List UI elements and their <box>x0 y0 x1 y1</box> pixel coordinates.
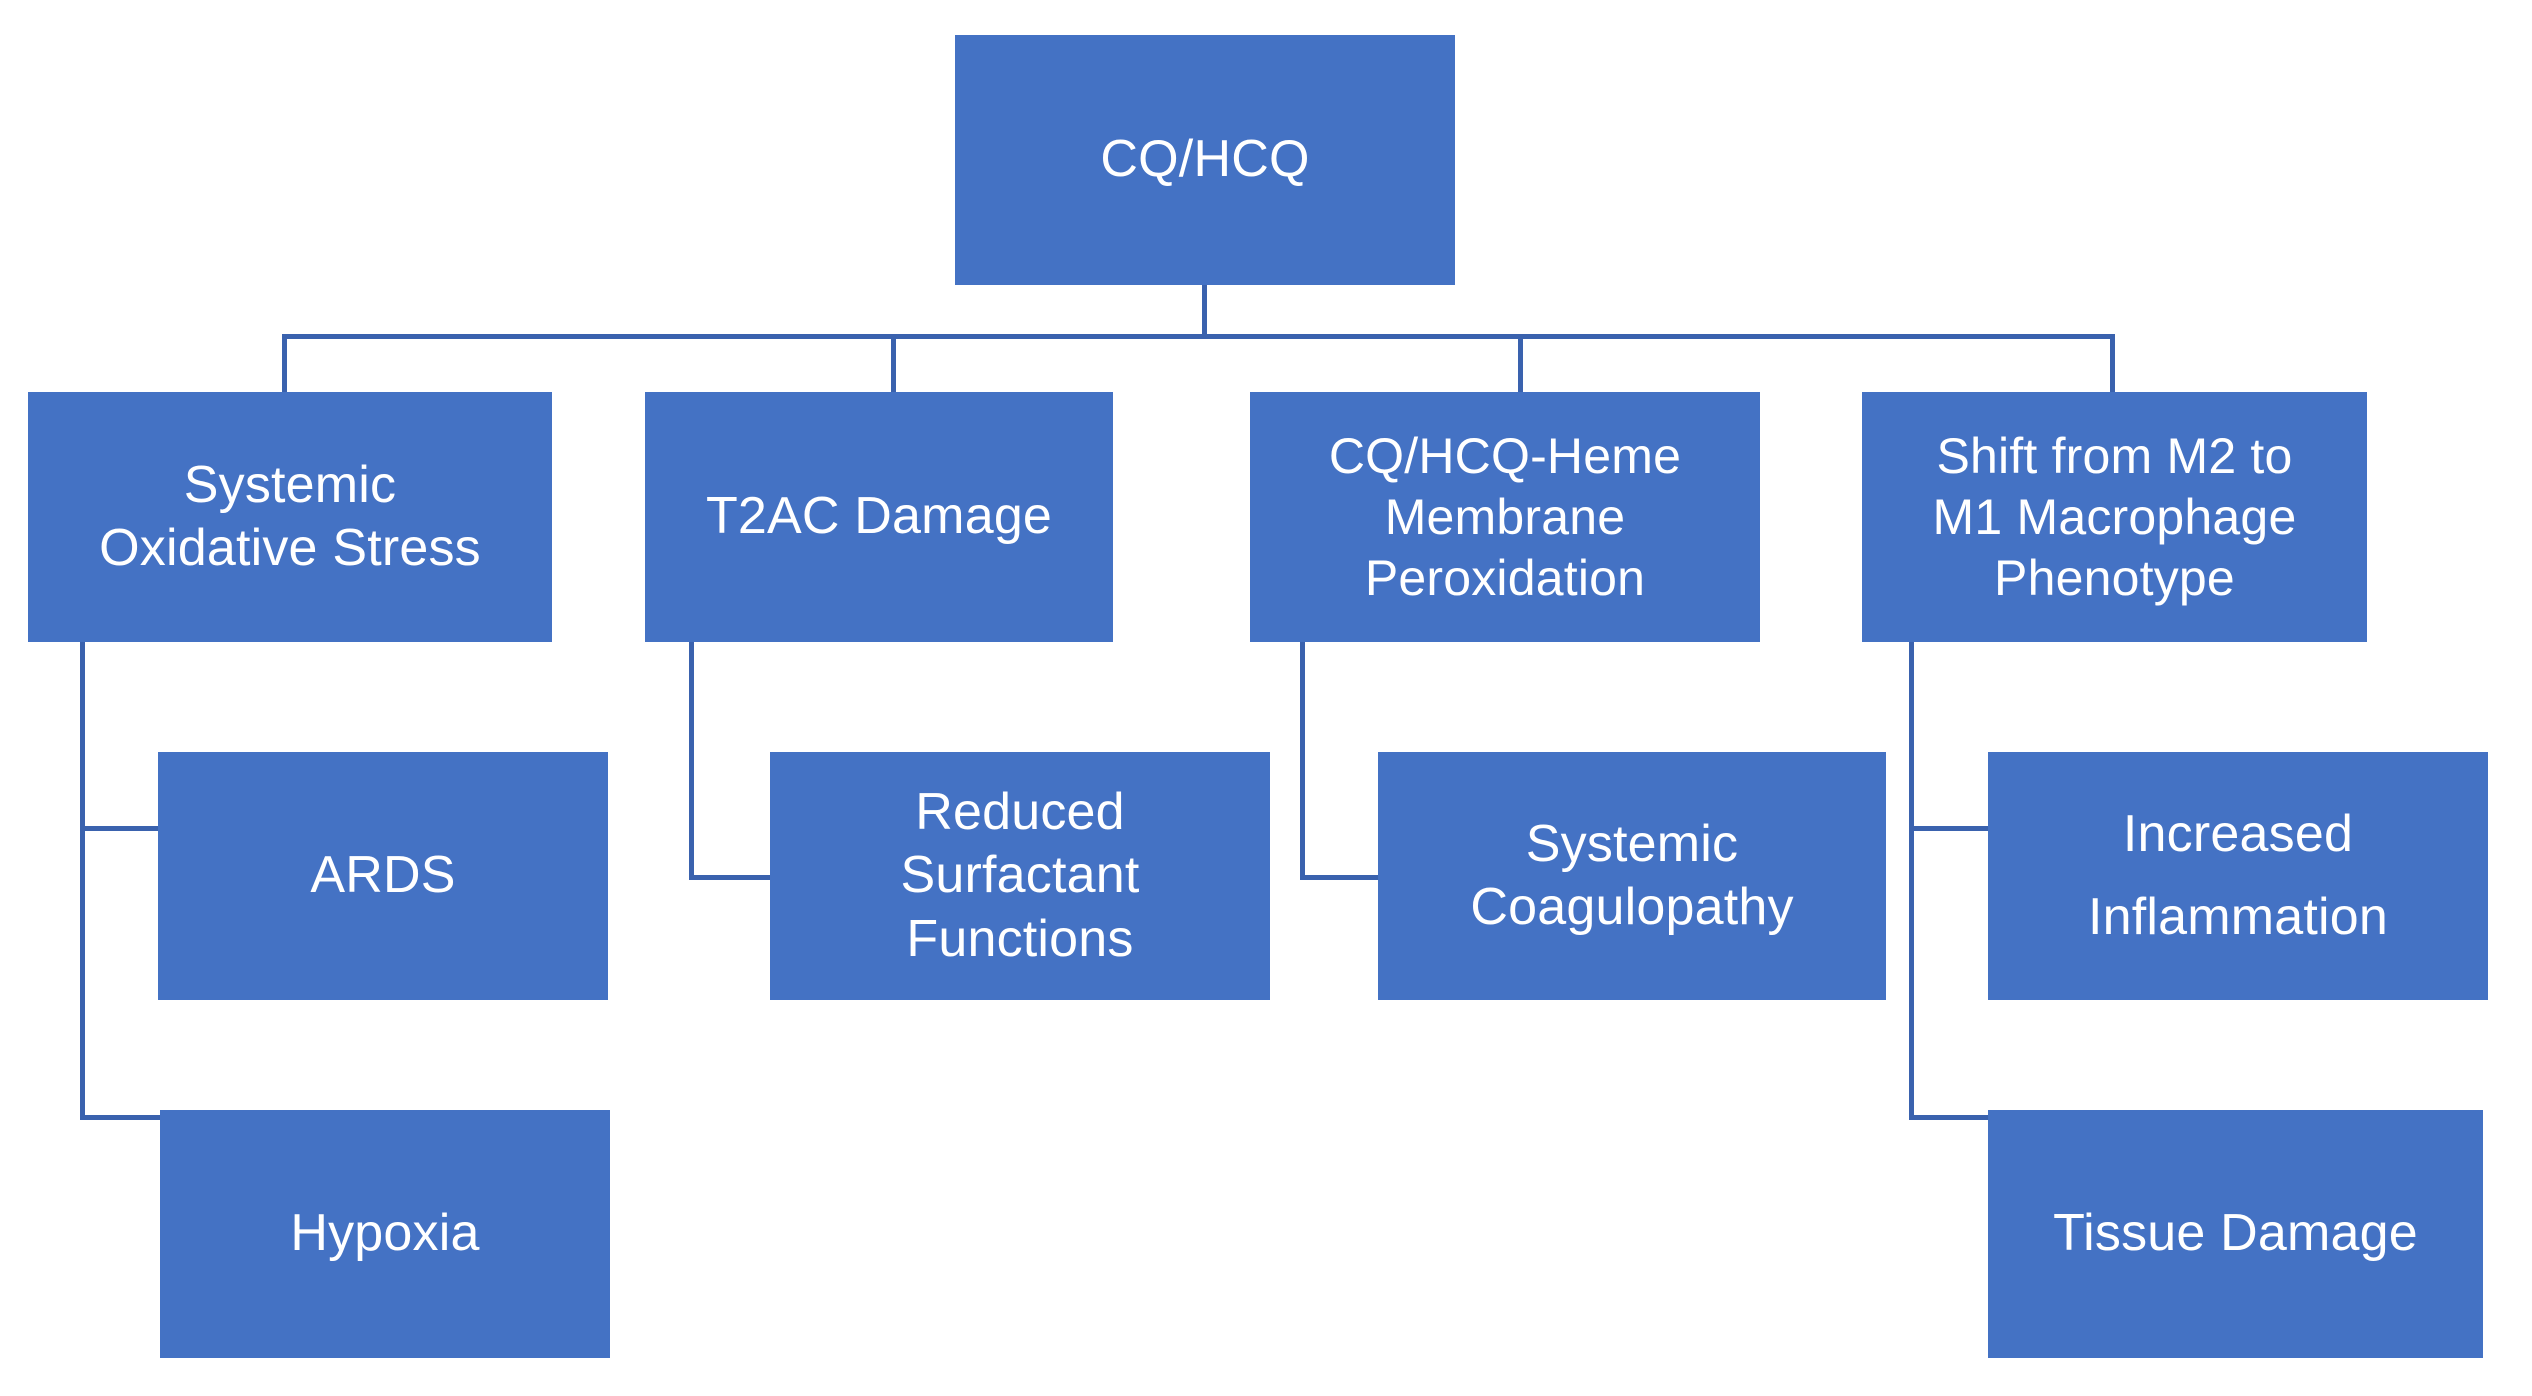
node-cq-hcq-heme-membrane-peroxidation[interactable]: CQ/HCQ-Heme Membrane Peroxidation <box>1250 392 1760 642</box>
node-systemic-oxidative-stress[interactable]: Systemic Oxidative Stress <box>28 392 552 642</box>
connector-drop-t2ac-damage <box>891 334 896 392</box>
connector-root-stem <box>1202 285 1207 337</box>
connector-stub-increased-inflammation <box>1909 826 1991 831</box>
connector-stub-ards <box>80 826 160 831</box>
node-cq-hcq[interactable]: CQ/HCQ <box>955 35 1455 285</box>
node-t2ac-damage[interactable]: T2AC Damage <box>645 392 1113 642</box>
connector-stub-reduced-surfactant-functions <box>689 875 771 880</box>
connector-drop-cq-hcq-heme <box>1518 334 1523 392</box>
node-systemic-coagulopathy[interactable]: Systemic Coagulopathy <box>1378 752 1886 1000</box>
node-reduced-surfactant-functions[interactable]: Reduced Surfactant Functions <box>770 752 1270 1000</box>
connector-root-bus <box>282 334 2115 339</box>
node-tissue-damage[interactable]: Tissue Damage <box>1988 1110 2483 1358</box>
connector-rail-t2ac-damage <box>689 642 694 880</box>
node-increased-inflammation-label: Increased Inflammation <box>2087 804 2389 946</box>
connector-rail-cq-hcq-heme <box>1300 642 1305 880</box>
node-increased-inflammation[interactable]: Increased Inflammation <box>1988 752 2488 1000</box>
connector-stub-tissue-damage <box>1909 1115 1991 1120</box>
node-reduced-surfactant-functions-label: Reduced Surfactant Functions <box>900 782 1140 968</box>
node-cq-hcq-heme-membrane-peroxidation-label: CQ/HCQ-Heme Membrane Peroxidation <box>1328 427 1682 606</box>
node-shift-m2-to-m1-macrophage-phenotype-label: Shift from M2 to M1 Macrophage Phenotype <box>1932 427 2297 606</box>
connector-stub-systemic-coagulopathy <box>1300 875 1380 880</box>
node-ards[interactable]: ARDS <box>158 752 608 1000</box>
connector-drop-shift-m2-m1 <box>2110 334 2115 392</box>
node-cq-hcq-label: CQ/HCQ <box>1100 130 1310 189</box>
connector-stub-hypoxia <box>80 1115 162 1120</box>
connector-rail-systemic-oxidative-stress <box>80 642 85 1120</box>
node-hypoxia[interactable]: Hypoxia <box>160 1110 610 1358</box>
connector-drop-systemic-oxidative-stress <box>282 334 287 392</box>
node-ards-label: ARDS <box>310 846 456 905</box>
node-shift-m2-to-m1-macrophage-phenotype[interactable]: Shift from M2 to M1 Macrophage Phenotype <box>1862 392 2367 642</box>
node-systemic-oxidative-stress-label: Systemic Oxidative Stress <box>99 455 481 577</box>
node-hypoxia-label: Hypoxia <box>290 1204 480 1263</box>
node-systemic-coagulopathy-label: Systemic Coagulopathy <box>1470 814 1794 936</box>
node-tissue-damage-label: Tissue Damage <box>2053 1204 2418 1263</box>
connector-rail-shift-m2-m1 <box>1909 642 1914 1120</box>
node-t2ac-damage-label: T2AC Damage <box>705 487 1053 546</box>
